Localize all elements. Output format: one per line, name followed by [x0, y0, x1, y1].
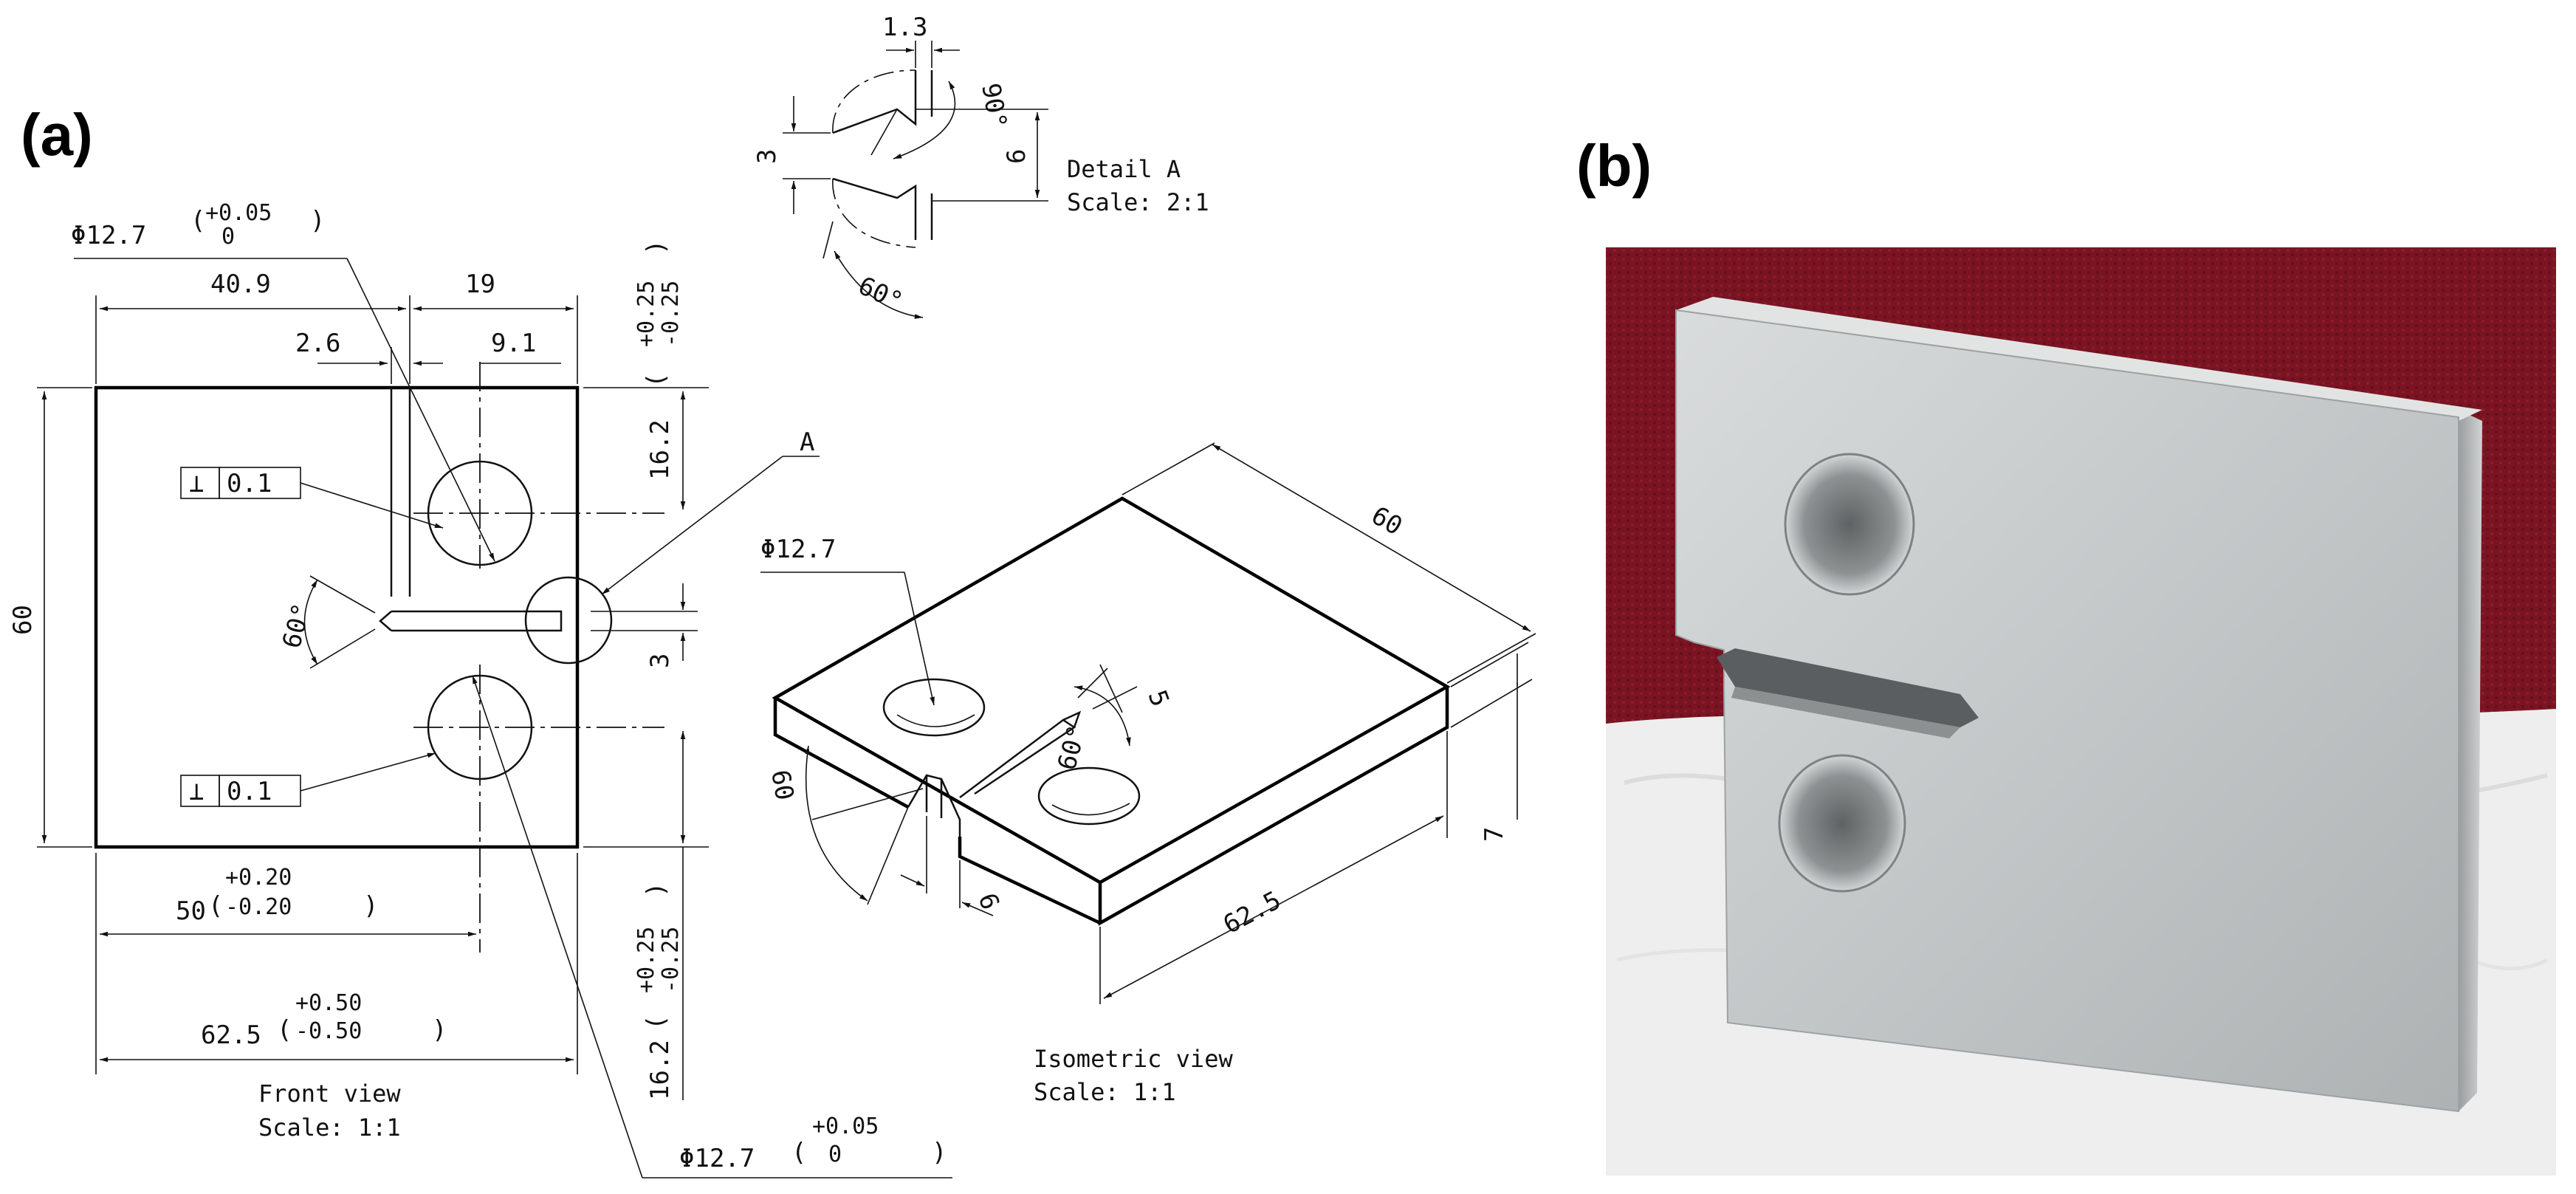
svg-text:): ) — [642, 240, 671, 255]
dim-19-text: 19 — [465, 270, 495, 299]
specimen-face — [1675, 309, 2459, 1113]
specimen-notch — [1717, 648, 1979, 727]
iso-dim-60-top: 60 — [1367, 501, 1407, 541]
perp-bottom-value: 0.1 — [227, 777, 272, 806]
panel-label-b: (b) — [1576, 133, 1652, 199]
iso-dim-60-notch: 60 — [765, 768, 800, 803]
dim-50-text: 50 — [176, 896, 206, 926]
dim-16-2-top-text: 16.2 — [645, 419, 675, 480]
hole-top-leader — [346, 258, 495, 562]
dim-62-5-tol-lower: -0.50 — [295, 1018, 362, 1044]
hole-bottom-tol-upper: +0.05 — [812, 1114, 879, 1139]
dim-3-text: 3 — [645, 653, 675, 668]
svg-text:): ) — [642, 882, 671, 897]
iso-hole-right — [1037, 766, 1141, 826]
specimen-hole-top — [1784, 453, 1915, 596]
specimen-hole-bottom — [1778, 754, 1906, 893]
front-view: A 60 40.9 19 2.6 9.1 Φ12.7 ( +0.05 0 ) — [8, 200, 952, 1178]
svg-text:): ) — [310, 206, 325, 236]
detail-a-arc-90 — [893, 80, 956, 159]
perp-top-symbol: ⊥ — [189, 469, 204, 498]
isometric-view: Φ12.7 60 7 62.5 60 60° 5 6 — [760, 442, 1536, 1106]
specimen-edge — [2459, 410, 2482, 1111]
hole-top-label: Φ12.7 — [71, 221, 146, 250]
hole-top-tol-upper: +0.05 — [205, 200, 272, 226]
hole-bottom-leader — [472, 675, 643, 1178]
iso-dim-7: 7 — [1480, 827, 1509, 842]
panel-label-a: (a) — [21, 102, 93, 168]
iso-arc-60-deg — [1074, 685, 1131, 747]
iso-hole-leader — [904, 572, 935, 706]
detail-a-scale: Scale: 2:1 — [1067, 188, 1209, 216]
dim-60-text: 60 — [8, 605, 38, 635]
detail-a-caption: Detail A — [1067, 155, 1181, 183]
detail-a-view: 1.3 90° 3 6 60° Detail A Scale: 2:1 — [752, 13, 1209, 319]
detail-a-circle — [524, 576, 613, 665]
iso-dim-62-5-line — [1103, 815, 1444, 999]
perp-frame-top: ⊥ 0.1 — [180, 467, 444, 529]
svg-text:): ) — [363, 891, 378, 921]
iso-dim-6: 6 — [972, 889, 1006, 913]
detail-a-lower-jaw — [832, 177, 917, 240]
dim-9-1-text: 9.1 — [491, 329, 536, 358]
dim-16-2-bottom-text: 16.2 — [645, 1040, 675, 1100]
dim-2-6-text: 2.6 — [295, 329, 340, 358]
iso-dim-60-deg: 60° — [1052, 722, 1093, 774]
iso-top-face — [772, 496, 1451, 885]
detail-a-dim-6: 6 — [1002, 149, 1031, 164]
angle-60-arc — [303, 579, 318, 665]
dim-40-9-text: 40.9 — [210, 270, 271, 299]
dim-50-tol-upper: +0.20 — [225, 865, 292, 891]
detail-a-arc-60 — [834, 250, 924, 319]
front-view-caption: Front view — [258, 1080, 401, 1108]
iso-view-caption: Isometric view — [1034, 1045, 1233, 1073]
detail-a-dim-60: 60° — [853, 271, 907, 317]
detail-a-dim-90: 90° — [975, 81, 1012, 131]
hole-bottom-tol-lower: 0 — [828, 1142, 842, 1167]
iso-view-scale: Scale: 1:1 — [1034, 1078, 1176, 1106]
svg-text:(: ( — [791, 1138, 806, 1167]
iso-notch — [907, 774, 961, 837]
perp-bottom-symbol: ⊥ — [189, 777, 204, 806]
svg-text:(: ( — [277, 1015, 292, 1045]
iso-hole-left — [882, 678, 986, 737]
svg-text:(: ( — [642, 1015, 671, 1030]
svg-text:(: ( — [190, 206, 205, 236]
dim-16-2-bottom-tol-upper: +0.25 — [633, 927, 659, 993]
front-view-scale: Scale: 1:1 — [258, 1114, 401, 1142]
dim-16-2-top-tol-lower: -0.25 — [658, 281, 684, 347]
specimen-photo — [1606, 247, 2556, 1176]
svg-text:): ) — [432, 1015, 447, 1045]
svg-text:(: ( — [208, 891, 223, 921]
iso-hole-label: Φ12.7 — [760, 535, 836, 564]
svg-text:(: ( — [642, 373, 671, 388]
iso-dim-60-top-line — [1212, 444, 1531, 632]
detail-a-upper-jaw — [832, 70, 917, 134]
hole-top-tol-lower: 0 — [221, 224, 235, 250]
detail-a-dim-3: 3 — [752, 149, 782, 164]
detail-a-dim-1-3: 1.3 — [882, 13, 927, 42]
detail-a-marker: A — [800, 428, 814, 457]
detail-a-leader — [601, 456, 783, 595]
svg-text:): ) — [932, 1138, 947, 1167]
dim-16-2-bottom-tol-lower: -0.25 — [658, 927, 684, 993]
iso-arc-60 — [805, 745, 868, 902]
iso-dim-62-5: 62.5 — [1218, 885, 1285, 940]
perp-top-value: 0.1 — [227, 469, 272, 498]
dim-62-5-text: 62.5 — [201, 1020, 261, 1050]
angle-60-text: 60° — [277, 600, 317, 652]
iso-dim-5: 5 — [1142, 686, 1175, 710]
notch-tip — [379, 611, 392, 631]
plate-outline — [94, 385, 580, 849]
perp-frame-bottom: ⊥ 0.1 — [180, 752, 436, 807]
notch-slot — [391, 610, 563, 632]
dim-62-5-tol-upper: +0.50 — [295, 990, 362, 1016]
hole-bottom-label: Φ12.7 — [679, 1144, 755, 1173]
dim-16-2-top-tol-upper: +0.25 — [633, 281, 659, 347]
dim-50-tol-lower: -0.20 — [225, 894, 292, 920]
